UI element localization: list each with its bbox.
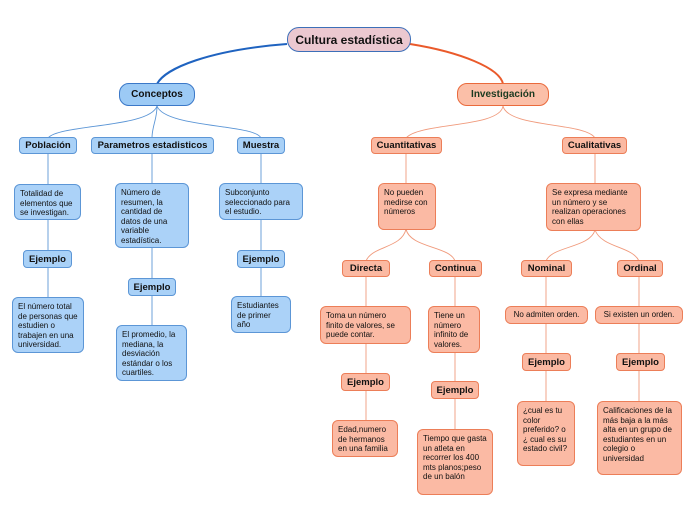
parametros-ejemplo-node[interactable]: Ejemplo <box>128 278 176 296</box>
connector-conceptos-parametros <box>151 105 158 139</box>
parametros-ejemplo-text[interactable]: El promedio, la mediana, la desviación e… <box>116 325 187 381</box>
investigacion-node[interactable]: Investigación <box>457 83 549 106</box>
connector-conceptos-muestra <box>156 105 262 139</box>
parametros-node[interactable]: Parametros estadisticos <box>91 137 214 154</box>
directa-node[interactable]: Directa <box>342 260 390 277</box>
nominal-ejemplo-text[interactable]: ¿cual es tu color preferido? o ¿ cual es… <box>517 401 575 466</box>
poblacion-node[interactable]: Población <box>19 137 77 154</box>
nominal-ejemplo-node[interactable]: Ejemplo <box>522 353 571 371</box>
cuantitativas-desc[interactable]: No pueden medirse con números <box>378 183 436 230</box>
muestra-desc[interactable]: Subconjunto seleccionado para el estudio… <box>219 183 303 220</box>
ordinal-node[interactable]: Ordinal <box>617 260 663 277</box>
muestra-node[interactable]: Muestra <box>237 137 285 154</box>
connector-investigacion-cualitativas <box>502 105 596 139</box>
poblacion-ejemplo-node[interactable]: Ejemplo <box>23 250 72 268</box>
ordinal-ejemplo-text[interactable]: Calificaciones de la más baja a la más a… <box>597 401 682 475</box>
directa-ejemplo-node[interactable]: Ejemplo <box>341 373 390 391</box>
connector-desc-continua <box>405 228 456 262</box>
poblacion-desc[interactable]: Totalidad de elementos que se investigan… <box>14 184 81 220</box>
connector-conceptos-poblacion <box>47 105 158 139</box>
parametros-desc[interactable]: Número de resumen, la cantidad de datos … <box>115 183 189 248</box>
connector-desc-directa <box>365 228 407 262</box>
connector-root-investigacion <box>409 43 504 85</box>
ordinal-ejemplo-node[interactable]: Ejemplo <box>616 353 665 371</box>
poblacion-ejemplo-text[interactable]: El número total de personas que estudien… <box>12 297 84 353</box>
nominal-node[interactable]: Nominal <box>521 260 572 277</box>
conceptos-node[interactable]: Conceptos <box>119 83 195 106</box>
connector-desc-nominal <box>545 229 596 262</box>
muestra-ejemplo-node[interactable]: Ejemplo <box>237 250 285 268</box>
cualitativas-node[interactable]: Cualitativas <box>562 137 627 154</box>
cualitativas-desc[interactable]: Se expresa mediante un número y se reali… <box>546 183 641 231</box>
cuantitativas-node[interactable]: Cuantitativas <box>371 137 442 154</box>
continua-ejemplo-text[interactable]: Tiempo que gasta un atleta en recorrer l… <box>417 429 493 495</box>
ordinal-desc[interactable]: Si existen un orden. <box>595 306 683 324</box>
connector-desc-ordinal <box>594 229 640 262</box>
continua-desc[interactable]: Tiene un número infinito de valores. <box>428 306 480 353</box>
directa-desc[interactable]: Toma un número finito de valores, se pue… <box>320 306 411 344</box>
nominal-desc[interactable]: No admiten orden. <box>505 306 588 324</box>
root-node[interactable]: Cultura estadística <box>287 27 411 52</box>
continua-node[interactable]: Continua <box>429 260 482 277</box>
continua-ejemplo-node[interactable]: Ejemplo <box>431 381 479 399</box>
connector-root-conceptos <box>156 43 288 85</box>
directa-ejemplo-text[interactable]: Edad,numero de hermanos en una familia <box>332 420 398 457</box>
connector-investigacion-cuantitativas <box>405 105 504 139</box>
muestra-ejemplo-text[interactable]: Estudiantes de primer año <box>231 296 291 333</box>
